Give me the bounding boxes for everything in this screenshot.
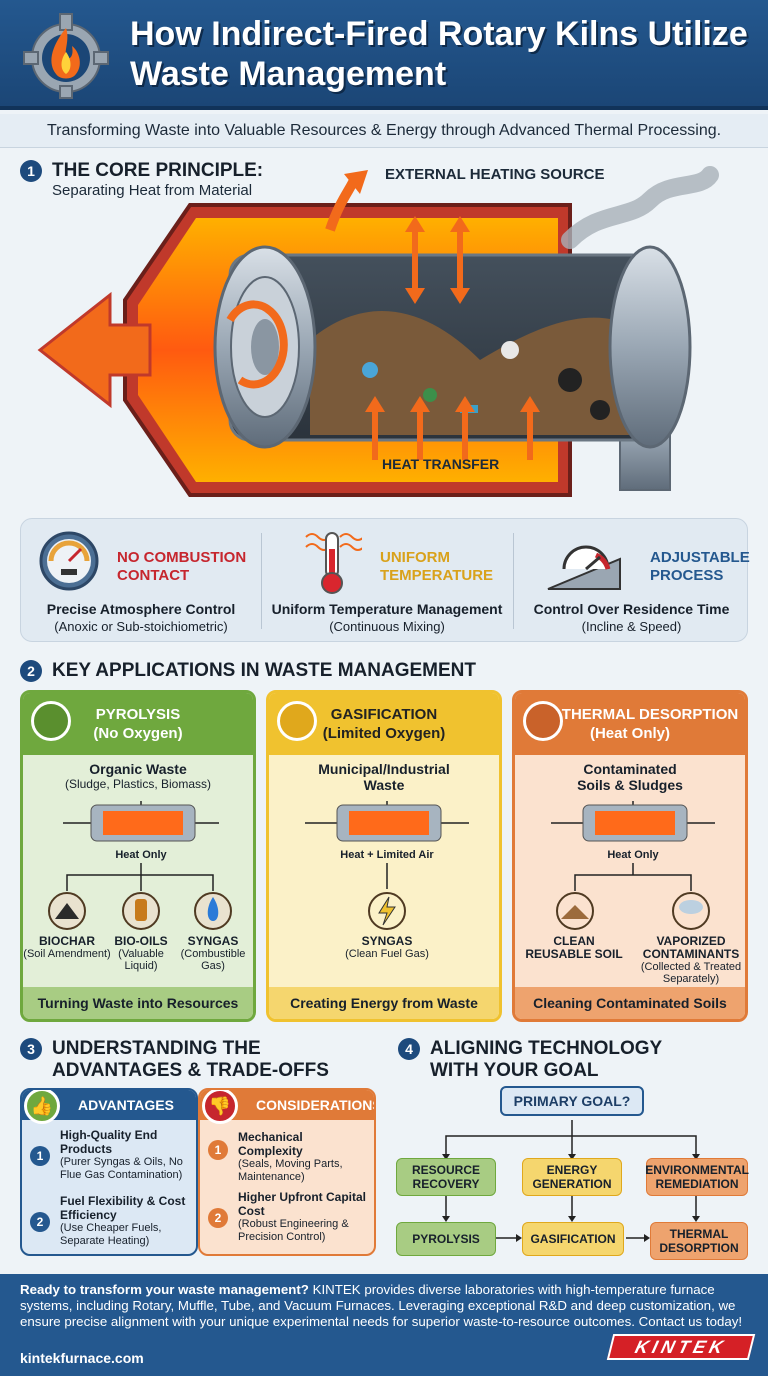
product-bio-oils: BIO-OILS(Valuable Liquid) — [114, 934, 168, 973]
divider — [513, 533, 514, 629]
principle-note: (Incline & Speed) — [581, 619, 682, 634]
app-input: Municipal/Industrial Waste — [318, 761, 450, 793]
thumbs-up-icon: 👍 — [24, 1090, 60, 1124]
footer-url-link[interactable]: kintekfurnace.com — [20, 1350, 144, 1366]
header-banner: How Indirect-Fired Rotary Kilns Utilize … — [0, 0, 768, 110]
principle-note: (Continuous Mixing) — [329, 619, 445, 634]
incline-gauge-icon — [547, 545, 621, 590]
gasification-flow-diagram — [305, 801, 469, 930]
app-condition: (No Oxygen) — [93, 725, 183, 742]
principles-panel: NO COMBUSTION CONTACT Precise Atmosphere… — [20, 518, 750, 643]
advantages-card: ADVANTAGES 👍 1 High-Quality End Products… — [20, 1088, 198, 1256]
app-header: PYROLYSIS (No Oxygen) — [23, 693, 253, 755]
divider — [261, 533, 262, 629]
goal-energy-generation: ENERGY GENERATION — [522, 1158, 622, 1196]
principle-note: (Anoxic or Sub-stoichiometric) — [54, 619, 228, 634]
app-footer: Creating Energy from Waste — [269, 987, 499, 1019]
product-clean-soil: CLEAN REUSABLE SOIL — [525, 934, 623, 961]
primary-goal-node: PRIMARY GOAL? — [500, 1086, 644, 1116]
goal-resource-recovery: RESOURCE RECOVERY — [396, 1158, 496, 1196]
section2-title: KEY APPLICATIONS IN WASTE MANAGEMENT — [52, 660, 477, 681]
principle-name: Uniform Temperature Management — [271, 601, 503, 617]
principle-tag: UNIFORM TEMPERATURE — [380, 549, 494, 584]
product-syngas: SYNGAS(Combustible Gas) — [180, 934, 246, 973]
desorption-flow-diagram — [551, 801, 715, 930]
thermometer-icon — [305, 532, 362, 594]
product-vaporized-contaminants: VAPORIZED CONTAMINANTS(Collected & Treat… — [640, 934, 742, 986]
section-number: 3 — [20, 1038, 42, 1060]
pyrolysis-flow-diagram — [48, 801, 232, 930]
heat-label: Heat Only — [115, 849, 167, 861]
principle-name: Precise Atmosphere Control — [46, 601, 236, 617]
section4-title-line1: ALIGNING TECHNOLOGY — [430, 1038, 663, 1059]
heat-label: Heat Only — [607, 849, 659, 861]
section1-title: THE CORE PRINCIPLE: — [52, 160, 264, 181]
flame-gear-icon — [23, 13, 109, 99]
gauge-icon — [39, 531, 99, 591]
app-input: Organic Waste — [89, 761, 187, 777]
principle-tag: NO COMBUSTION CONTACT — [117, 549, 247, 584]
advantage-item: 1 High-Quality End Products (Purer Synga… — [22, 1128, 196, 1182]
page-title: How Indirect-Fired Rotary Kilns Utilize … — [130, 15, 748, 93]
section-number: 4 — [398, 1038, 420, 1060]
app-condition: (Limited Oxygen) — [322, 725, 446, 742]
principle-residence: ADJUSTABLE PROCESS Control Over Residenc… — [514, 519, 750, 643]
app-title: GASIFICATION — [330, 706, 438, 723]
app-footer: Turning Waste into Resources — [23, 987, 253, 1019]
app-input: Contaminated Soils & Sludges — [577, 761, 683, 793]
section2-heading: 2 KEY APPLICATIONS IN WASTE MANAGEMENT — [20, 660, 476, 682]
principle-name: Control Over Residence Time — [533, 601, 730, 617]
tech-pyrolysis: PYROLYSIS — [396, 1222, 496, 1256]
footer-lead: Ready to transform your waste management… — [20, 1282, 309, 1297]
app-card-pyrolysis: PYROLYSIS (No Oxygen) Organic Waste (Slu… — [20, 690, 256, 1022]
page-subtitle: Transforming Waste into Valuable Resourc… — [0, 114, 768, 148]
consideration-item: 1 Mechanical Complexity (Seals, Moving P… — [200, 1130, 374, 1184]
tech-gasification: GASIFICATION — [522, 1222, 624, 1256]
section-number: 2 — [20, 660, 42, 682]
principle-tag: ADJUSTABLE PROCESS — [650, 549, 750, 584]
footer-banner: Ready to transform your waste management… — [0, 1274, 768, 1376]
app-footer: Cleaning Contaminated Soils — [515, 987, 745, 1019]
app-title: THERMAL DESORPTION — [561, 706, 739, 723]
app-header: THERMAL DESORPTION (Heat Only) — [515, 693, 745, 755]
soil-steam-icon — [523, 701, 563, 741]
tech-thermal-desorption: THERMAL DESORPTION — [650, 1222, 748, 1260]
advantage-item: 2 Fuel Flexibility & Cost Efficiency (Us… — [22, 1194, 196, 1248]
goal-flowchart-connectors — [442, 1120, 700, 1242]
app-card-gasification: GASIFICATION (Limited Oxygen) Municipal/… — [266, 690, 502, 1022]
kintek-logo: KINTEK — [606, 1334, 756, 1360]
goal-environmental-remediation: ENVIRONMENTAL REMEDIATION — [645, 1158, 749, 1196]
app-card-thermal-desorption: THERMAL DESORPTION (Heat Only) Contamina… — [512, 690, 748, 1022]
considerations-card: CONSIDERATIONS 👎 1 Mechanical Complexity… — [198, 1088, 376, 1256]
principle-atmosphere: NO COMBUSTION CONTACT Precise Atmosphere… — [21, 519, 261, 643]
app-input-note: (Sludge, Plastics, Biomass) — [64, 777, 212, 791]
footer-text: KINTEK provides diverse laboratories wit… — [20, 1282, 743, 1329]
section4-title-line2: WITH YOUR GOAL — [430, 1060, 599, 1081]
lightning-icon — [277, 701, 317, 741]
flask-leaf-icon — [31, 701, 71, 741]
section-number: 1 — [20, 160, 42, 182]
thumbs-down-icon: 👎 — [202, 1090, 238, 1124]
product-syngas: SYNGAS(Clean Fuel Gas) — [345, 934, 429, 961]
app-header: GASIFICATION (Limited Oxygen) — [269, 693, 499, 755]
section3-title-line2: ADVANTAGES & TRADE-OFFS — [52, 1060, 329, 1081]
product-biochar: BIOCHAR(Soil Amendment) — [23, 934, 111, 961]
section1-heading: 1 THE CORE PRINCIPLE: — [20, 160, 263, 182]
app-title: PYROLYSIS — [95, 706, 181, 723]
kiln-illustration — [37, 166, 719, 497]
section3-title-line1: UNDERSTANDING THE — [52, 1038, 261, 1059]
external-heating-label: EXTERNAL HEATING SOURCE — [385, 166, 605, 183]
heat-transfer-label: HEAT TRANSFER — [382, 456, 500, 472]
section1-subtitle: Separating Heat from Material — [52, 182, 253, 199]
heat-label: Heat + Limited Air — [340, 849, 434, 861]
consideration-item: 2 Higher Upfront Capital Cost (Robust En… — [200, 1190, 374, 1244]
app-condition: (Heat Only) — [589, 725, 670, 742]
principle-temperature: UNIFORM TEMPERATURE Uniform Temperature … — [262, 519, 512, 643]
